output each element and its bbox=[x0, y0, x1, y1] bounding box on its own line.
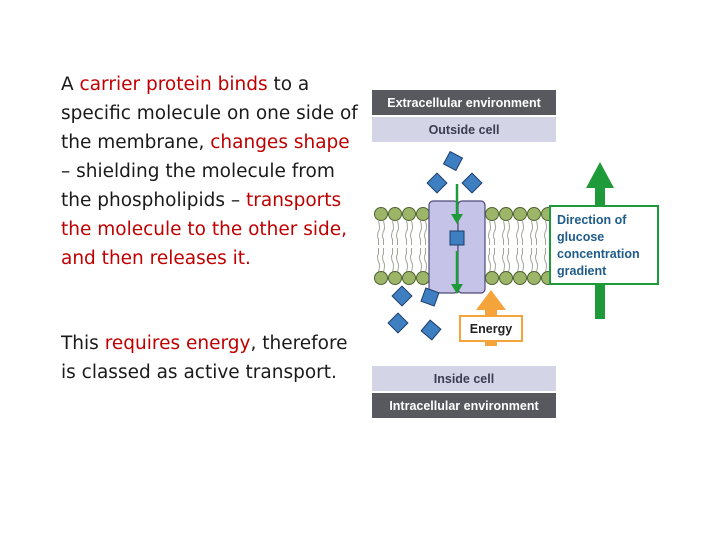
phospholipid-head bbox=[374, 207, 388, 221]
phospholipid-tail bbox=[507, 220, 510, 245]
phospholipid-head bbox=[402, 271, 416, 285]
phospholipid-tail bbox=[530, 248, 533, 273]
phospholipid-tail bbox=[377, 248, 380, 273]
phospholipid-tail bbox=[405, 248, 408, 273]
gradient-label-line: glucose bbox=[557, 230, 604, 244]
energy-label: Energy bbox=[470, 322, 512, 336]
phospholipid-tail bbox=[377, 220, 380, 245]
phospholipid-tail bbox=[544, 248, 547, 273]
highlighted-text: requires energy bbox=[104, 333, 251, 354]
phospholipid-tail bbox=[405, 220, 408, 245]
phospholipid-tail bbox=[424, 248, 427, 273]
phospholipid-head bbox=[513, 271, 527, 285]
phospholipid-tail bbox=[410, 220, 413, 245]
phospholipid-tail bbox=[396, 220, 399, 245]
phospholipid-tail bbox=[488, 248, 491, 273]
phospholipid-tails-bottom bbox=[377, 248, 552, 273]
extracellular-bar bbox=[372, 90, 556, 115]
gradient-label-line: Direction of bbox=[557, 213, 627, 227]
phospholipid-head bbox=[374, 271, 388, 285]
phospholipid-head bbox=[485, 271, 499, 285]
phospholipid-tail bbox=[502, 248, 505, 273]
extracellular-label: Extracellular environment bbox=[387, 96, 541, 110]
phospholipid-head bbox=[513, 207, 527, 221]
phospholipid-tail bbox=[493, 248, 496, 273]
carrier-protein-diagram: Extracellular environment Outside cell bbox=[368, 86, 664, 422]
phospholipid-heads-bottom bbox=[374, 271, 555, 285]
phospholipid-head bbox=[485, 207, 499, 221]
phospholipid-tail bbox=[419, 248, 422, 273]
body-text: to a specific molecule on one side of th… bbox=[61, 74, 358, 153]
transport-arrows bbox=[451, 184, 463, 294]
highlighted-text: carrier protein binds bbox=[79, 74, 268, 95]
gradient-label-line: concentration bbox=[557, 247, 640, 261]
phospholipid-head bbox=[527, 271, 541, 285]
phospholipid-tail bbox=[535, 248, 538, 273]
phospholipid-head bbox=[402, 207, 416, 221]
gradient-label-line: gradient bbox=[557, 264, 607, 278]
inside-cell-bar bbox=[372, 366, 556, 391]
phospholipid-tail bbox=[396, 248, 399, 273]
phospholipid-head bbox=[388, 207, 402, 221]
phospholipid-tail bbox=[521, 248, 524, 273]
outside-cell-bar bbox=[372, 117, 556, 142]
phospholipid-tail bbox=[502, 220, 505, 245]
phospholipid-tail bbox=[516, 220, 519, 245]
phospholipid-tail bbox=[516, 248, 519, 273]
body-text: , therefore is classed as active transpo… bbox=[61, 333, 348, 383]
phospholipid-tail bbox=[530, 220, 533, 245]
energy-requirement-text: This requires energy, therefore is class… bbox=[61, 329, 361, 387]
outside-molecules bbox=[426, 150, 483, 194]
gradient-box bbox=[549, 205, 659, 285]
phospholipid-tail bbox=[382, 220, 385, 245]
phospholipid-head bbox=[388, 271, 402, 285]
phospholipid-head bbox=[499, 271, 513, 285]
highlighted-text: changes shape bbox=[210, 132, 350, 153]
energy-box bbox=[459, 315, 523, 342]
carrier-protein-description: A carrier protein binds to a specific mo… bbox=[61, 70, 361, 273]
body-text: – shielding the molecule from the phosph… bbox=[61, 161, 335, 211]
body-text: A bbox=[61, 74, 80, 95]
phospholipid-tail bbox=[391, 248, 394, 273]
intracellular-bar bbox=[372, 393, 556, 418]
body-text: This bbox=[61, 333, 105, 354]
phospholipid-head bbox=[416, 207, 430, 221]
phospholipid-tail bbox=[382, 248, 385, 273]
phospholipid-head bbox=[499, 207, 513, 221]
phospholipid-head bbox=[527, 207, 541, 221]
phospholipid-tail bbox=[493, 220, 496, 245]
inside-cell-label: Inside cell bbox=[434, 372, 494, 386]
phospholipid-tail bbox=[544, 220, 547, 245]
highlighted-text: transports the molecule to the other sid… bbox=[61, 190, 348, 269]
inside-molecules bbox=[387, 285, 442, 341]
phospholipid-tail bbox=[424, 220, 427, 245]
intracellular-label: Intracellular environment bbox=[389, 399, 539, 413]
phospholipid-tails-top bbox=[377, 220, 552, 245]
phospholipid-tail bbox=[391, 220, 394, 245]
phospholipid-tail bbox=[419, 220, 422, 245]
phospholipid-tail bbox=[521, 220, 524, 245]
phospholipid-tail bbox=[507, 248, 510, 273]
outside-cell-label: Outside cell bbox=[429, 123, 500, 137]
phospholipid-tail bbox=[535, 220, 538, 245]
phospholipid-head bbox=[416, 271, 430, 285]
phospholipid-tail bbox=[410, 248, 413, 273]
phospholipid-tail bbox=[488, 220, 491, 245]
